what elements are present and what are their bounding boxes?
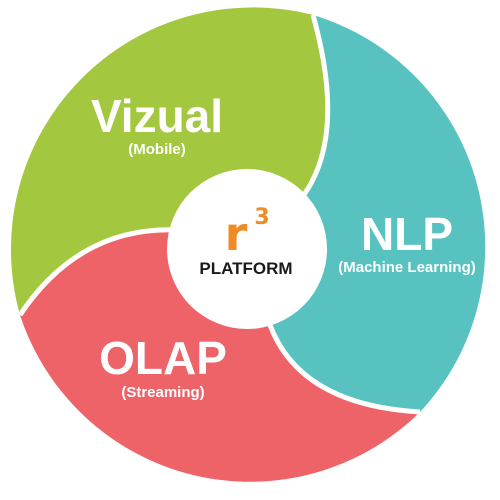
nlp-subtitle: (Machine Learning) xyxy=(338,259,476,276)
vizual-subtitle: (Mobile) xyxy=(128,141,186,158)
segment-nlp xyxy=(265,15,486,412)
platform-label: PLATFORM xyxy=(199,259,292,278)
vizual-title: Vizual xyxy=(91,90,223,142)
separator-nlp-olap xyxy=(267,324,421,415)
center-circle xyxy=(167,169,327,329)
separator-vizual-nlp xyxy=(298,14,331,202)
olap-title: OLAP xyxy=(99,332,227,384)
separator-vizual-olap xyxy=(17,227,181,317)
r3-logo-superscript: 3 xyxy=(254,205,269,230)
olap-subtitle: (Streaming) xyxy=(121,384,204,401)
segment-olap xyxy=(20,229,420,482)
r3-logo-letter: r xyxy=(225,207,248,261)
segment-vizual xyxy=(10,7,328,315)
nlp-title: NLP xyxy=(361,208,453,260)
